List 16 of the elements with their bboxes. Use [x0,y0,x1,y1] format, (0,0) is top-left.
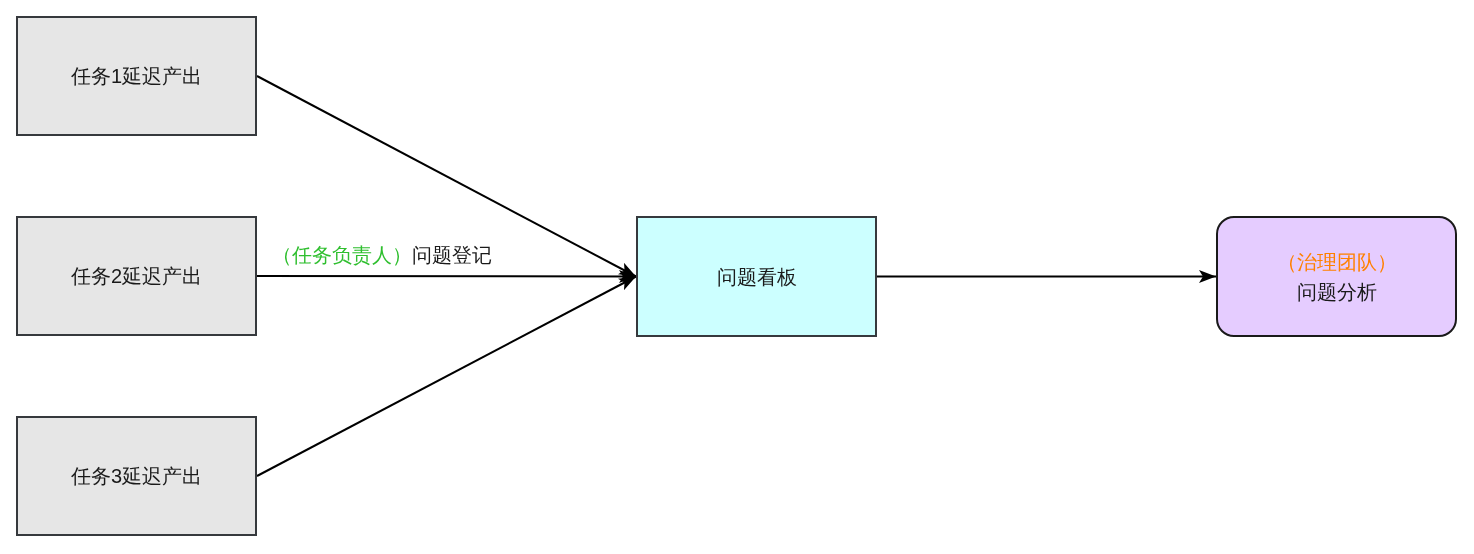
arrow [256,275,637,477]
process-box [16,216,257,336]
process-box [16,16,257,136]
node-text: （治理团队） [1276,249,1397,275]
arrow [256,75,637,278]
node-text: 问题看板 [716,264,797,290]
arrow [876,270,1217,283]
node-text: 任务2延迟产出 [70,264,203,289]
process-box [636,216,877,337]
arrow [256,270,637,283]
node-text: 任务1延迟产出 [70,64,203,89]
node-text: 问题分析 [1296,279,1377,305]
edge-label: 问题登记 [412,242,492,268]
node-text: 任务3延迟产出 [70,464,203,489]
rounded-box [1216,216,1457,337]
process-box [16,416,257,536]
